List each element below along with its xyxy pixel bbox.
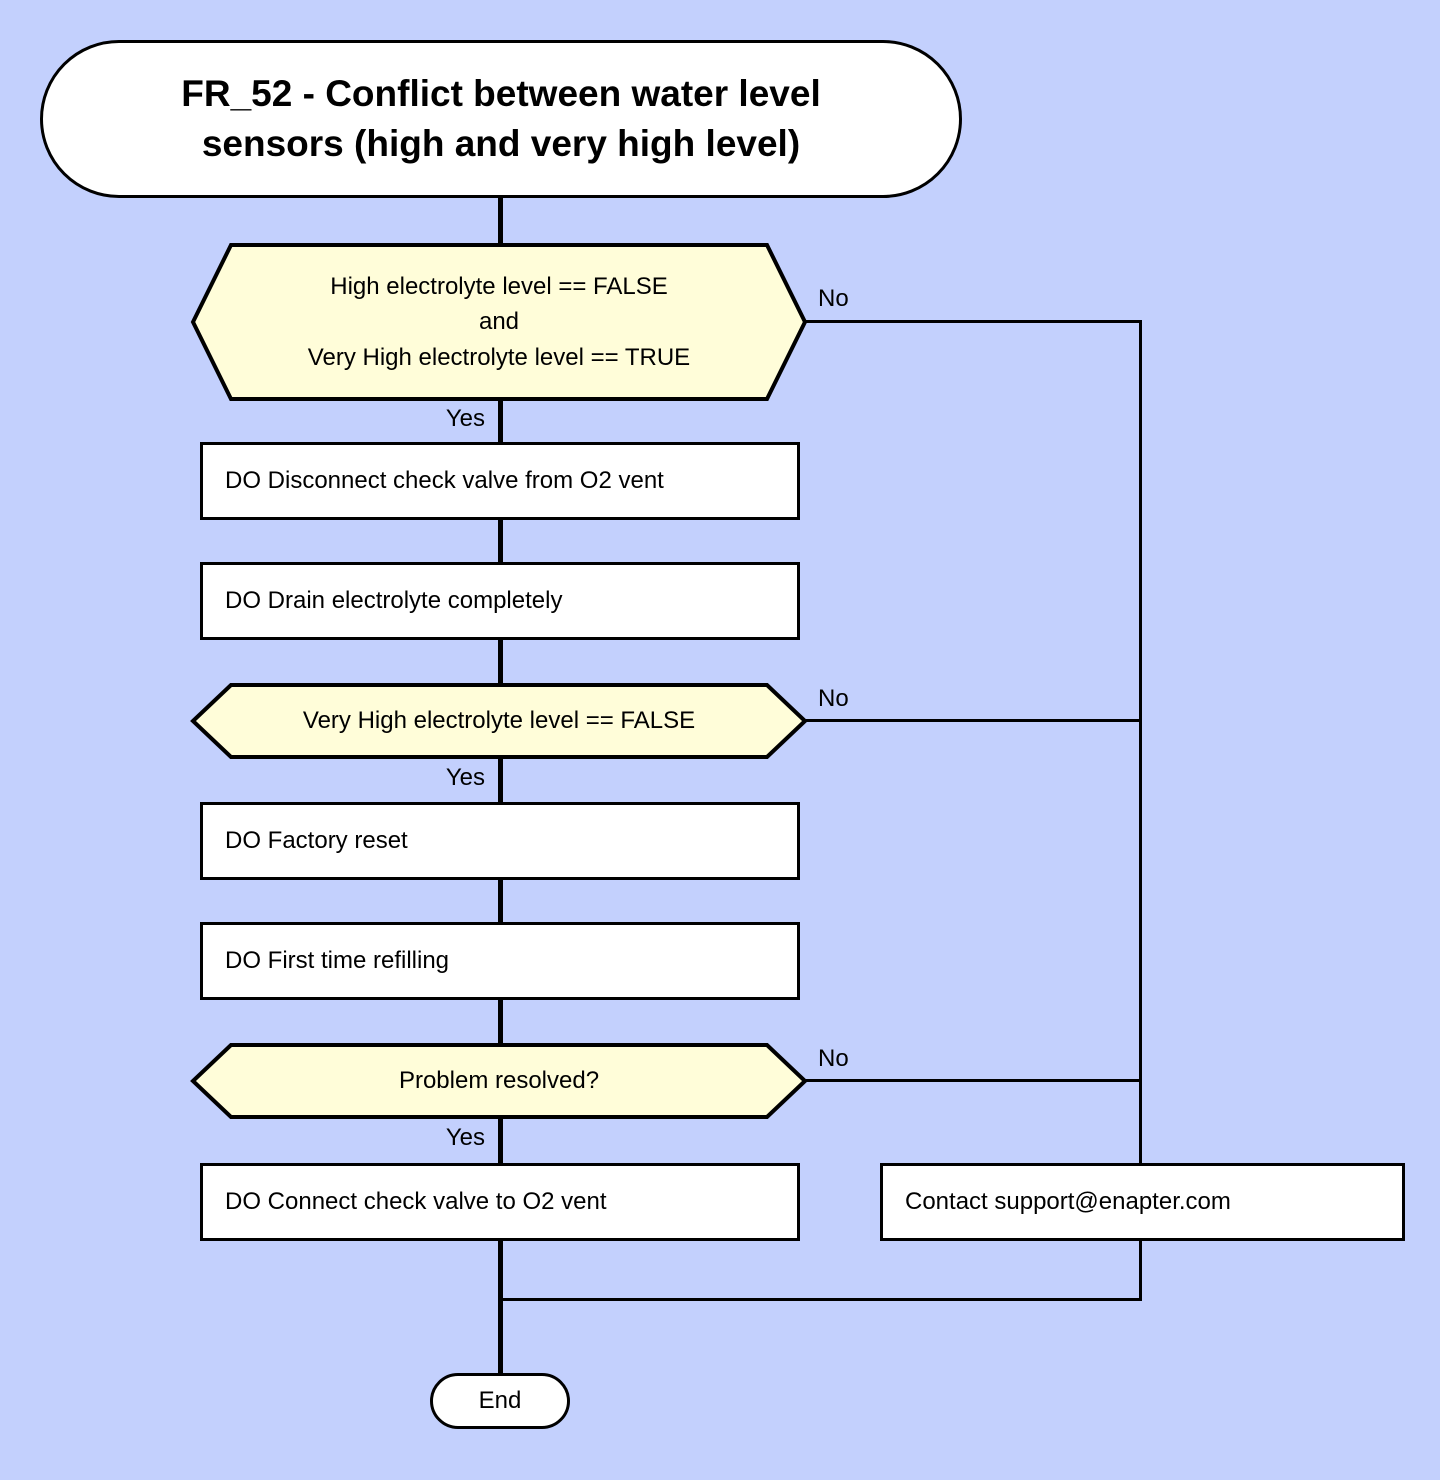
- hexagon-shape-3: [190, 1043, 808, 1119]
- title-line-2: sensors (high and very high level): [201, 123, 801, 164]
- edge-label-decision1-yes: Yes: [445, 405, 485, 432]
- process-node-first-time-refilling[interactable]: DO First time refilling: [200, 922, 800, 1000]
- edge-label-decision3-no: No: [818, 1045, 849, 1072]
- process-node-disconnect-check-valve[interactable]: DO Disconnect check valve from O2 vent: [200, 442, 800, 520]
- title-line-1: FR_52 - Conflict between water level: [181, 73, 821, 115]
- connector-decision2-to-process3: [498, 757, 503, 803]
- connector-right-rail: [1139, 320, 1142, 1300]
- connector-decision3-no-horizontal: [806, 1079, 1142, 1082]
- connector-start-to-decision1: [498, 196, 503, 244]
- decision-node-3[interactable]: Problem resolved?: [190, 1042, 808, 1120]
- connector-decision3-to-process5: [498, 1118, 503, 1164]
- connector-decision2-no-horizontal: [806, 719, 1142, 722]
- edge-label-decision1-no: No: [818, 285, 849, 312]
- connector-process4-to-decision3: [498, 998, 503, 1044]
- connector-decision1-no-horizontal: [806, 320, 1142, 323]
- page-title: FR_52 - Conflict between water level sen…: [40, 40, 962, 198]
- decision-node-1[interactable]: High electrolyte level == FALSE and Very…: [190, 242, 808, 402]
- edge-label-decision2-no: No: [818, 685, 849, 712]
- edge-label-decision3-yes: Yes: [445, 1124, 485, 1151]
- connector-process3-to-process4: [498, 878, 503, 924]
- connector-process5-to-merge: [498, 1239, 503, 1373]
- process-node-factory-reset[interactable]: DO Factory reset: [200, 802, 800, 880]
- process-node-contact-support[interactable]: Contact support@enapter.com: [880, 1163, 1405, 1241]
- hexagon-shape-1: [190, 243, 808, 401]
- process-node-drain-electrolyte[interactable]: DO Drain electrolyte completely: [200, 562, 800, 640]
- connector-decision1-to-process1: [498, 398, 503, 444]
- connector-process1-to-process2: [498, 518, 503, 564]
- decision-node-2[interactable]: Very High electrolyte level == FALSE: [190, 682, 808, 760]
- connector-bottom-merge-horizontal: [500, 1298, 1142, 1301]
- connector-process2-to-decision2: [498, 638, 503, 684]
- end-node: End: [430, 1373, 570, 1429]
- process-node-connect-check-valve[interactable]: DO Connect check valve to O2 vent: [200, 1163, 800, 1241]
- hexagon-shape-2: [190, 683, 808, 759]
- edge-label-decision2-yes: Yes: [445, 764, 485, 791]
